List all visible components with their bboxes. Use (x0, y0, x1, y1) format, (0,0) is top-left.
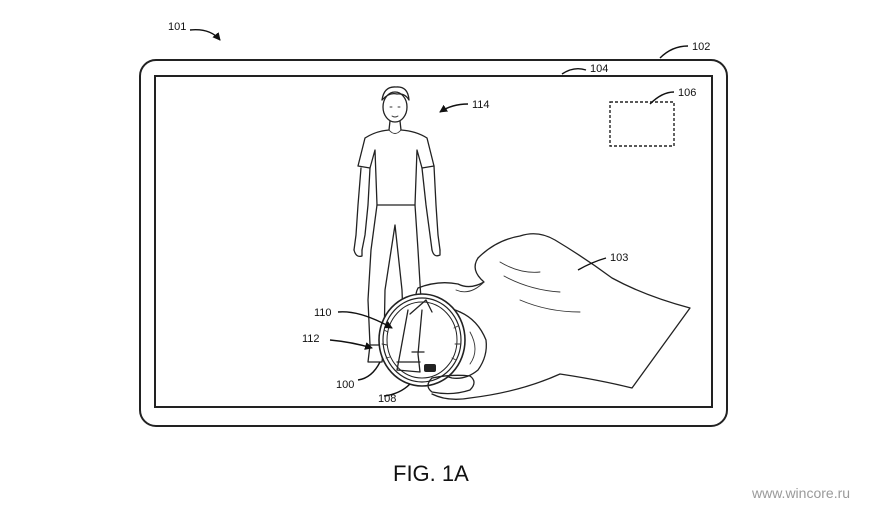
ref-101: 101 (168, 21, 186, 33)
ref-102: 102 (692, 41, 710, 53)
watermark-text: www.wincore.ru (751, 485, 850, 501)
ring-button (424, 364, 436, 372)
thumb (427, 374, 475, 395)
ref-108: 108 (378, 393, 396, 405)
figure-caption: FIG. 1A (393, 461, 469, 486)
ref-110: 110 (314, 307, 332, 319)
ref-104: 104 (590, 63, 608, 75)
ref-106: 106 (678, 87, 696, 99)
device-screen (154, 75, 713, 408)
dashed-region-106 (609, 101, 675, 147)
ref-114: 114 (472, 99, 490, 111)
ring-device (378, 293, 466, 387)
ref-103: 103 (610, 252, 628, 264)
device-outer-frame (139, 59, 728, 427)
ref-112: 112 (302, 333, 320, 345)
person-figure (353, 86, 441, 363)
ref-100: 100 (336, 379, 354, 391)
